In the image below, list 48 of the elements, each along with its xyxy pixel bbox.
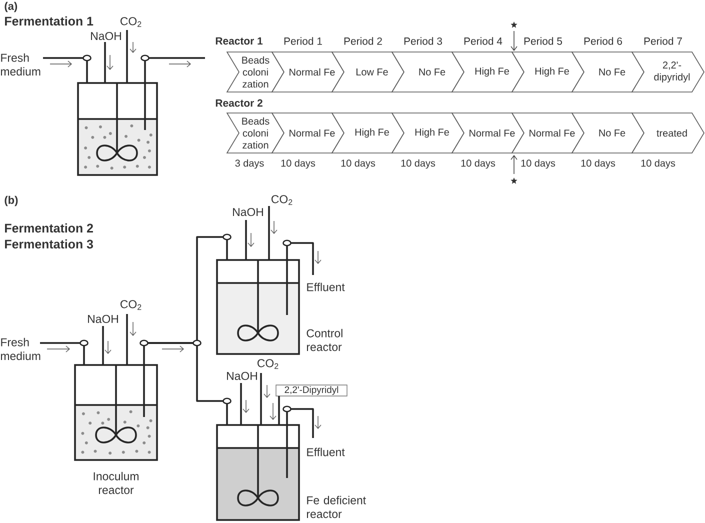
panel-label: (a) [4,2,18,12]
timeline-step: 2,2'- dipyridyl [631,52,704,92]
reactor-label: Inoculum reactor [94,472,138,494]
node-label: treated [656,129,687,137]
reactor-label: Control reactor [306,328,342,352]
reactor-label: Fe deficient reactor [306,496,366,518]
pipe-label: CO$_{2}$ [272,195,292,205]
timeline-step: No Fe [571,52,644,92]
panel-heading: Fermentation 3 [5,239,93,249]
duration-label: 3 days [235,159,264,169]
panel-label: (b) [4,196,18,206]
timeline-step: Normal Fe [451,112,524,154]
period-label: Period 1 [284,37,322,45]
timeline-step: High Fe [511,52,584,92]
duration-label: 10 days [401,159,436,169]
node-label: 2,2'- dipyridyl [654,62,690,82]
pipe-label: Fresh medium [0,338,40,360]
duration-label: 10 days [581,159,616,169]
panel-heading: Fermentation 2 [5,223,93,233]
additive-box: 2,2'-Dipyridyl [276,384,348,396]
row-label: Reactor 1 [216,37,263,45]
timeline-step: High Fe [391,112,464,154]
pipe-label: NaOH [88,314,118,324]
panel-heading: Fermentation 1 [5,16,94,26]
timeline-step: Normal Fe [271,52,344,92]
pipe-label: NaOH [227,372,257,380]
period-label: Period 6 [584,37,622,45]
timeline-step: High Fe [451,52,524,92]
period-label: Period 3 [404,37,442,45]
period-label: Period 4 [464,37,502,45]
duration-label: 10 days [281,159,316,169]
connecting-pipe [278,396,280,425]
pipe-label: NaOH [91,32,121,40]
pipe-label: CO$_{2}$ [258,359,278,369]
connecting-pipe [148,342,228,425]
timeline-step: Normal Fe [271,112,344,154]
duration-label: 10 days [461,159,496,169]
bioreactor-drawing [43,30,205,176]
duration-label: 10 days [341,159,376,169]
row-label: Reactor 2 [216,99,262,107]
period-label: Period 7 [644,37,682,45]
timeline-step: No Fe [391,52,464,92]
timeline-step: treated [631,112,704,154]
duration-label: 10 days [641,159,676,169]
duration-label: 10 days [521,159,556,169]
period-label: Period 2 [344,37,382,45]
pipe-label: NaOH [233,208,263,216]
period-label: Period 5 [524,37,562,45]
